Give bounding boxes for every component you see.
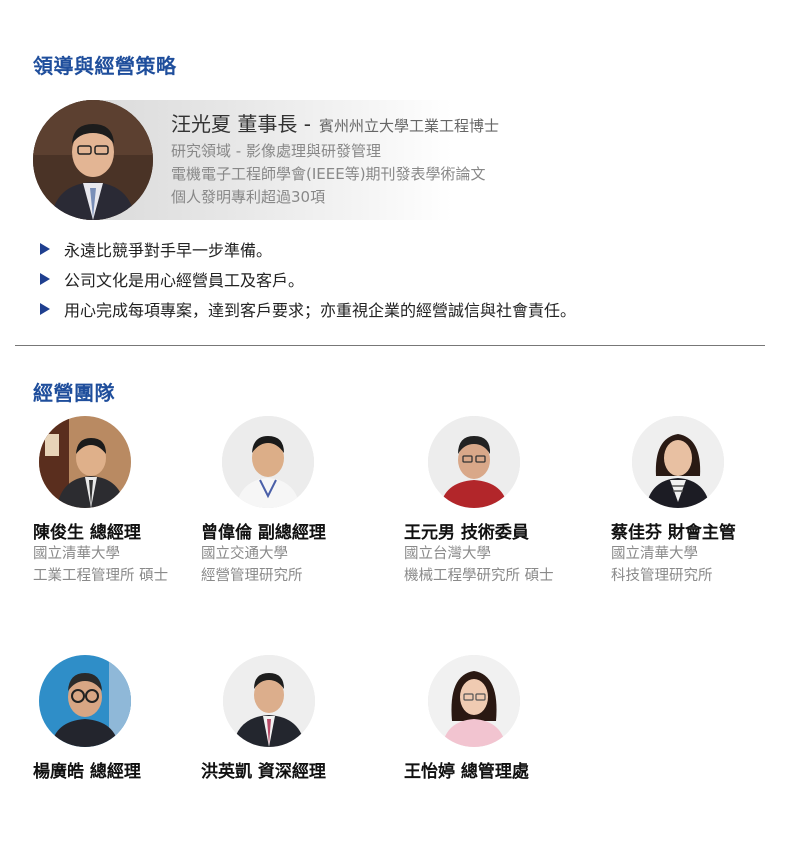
member-school: 國立交通大學 — [201, 546, 288, 562]
triangle-right-icon — [40, 273, 50, 285]
member-photo — [39, 655, 131, 747]
chairman-degree: 賓州州立大學工業工程博士 — [318, 117, 499, 135]
chairman-patents: 個人發明專利超過30項 — [171, 188, 326, 206]
triangle-right-icon — [40, 303, 50, 315]
member-degree: 科技管理研究所 — [611, 568, 713, 584]
member-school: 國立台灣大學 — [404, 546, 491, 562]
member-photo — [223, 655, 315, 747]
member-school: 國立清華大學 — [611, 546, 698, 562]
triangle-right-icon — [40, 243, 50, 255]
chairman-name-line: 汪光夏 董事長 - 賓州州立大學工業工程博士 — [171, 110, 571, 140]
member-name: 王元男 技術委員 — [404, 523, 529, 543]
member-name: 陳俊生 總經理 — [33, 523, 141, 543]
member-name: 王怡婷 總管理處 — [404, 762, 529, 782]
chairman-research-field: 研究領域 - 影像處理與研發管理 — [171, 142, 381, 160]
member-name: 蔡佳芬 財會主管 — [611, 523, 736, 543]
strategy-bullet-text: 永遠比競爭對手早一步準備。 — [64, 241, 273, 260]
member-photo — [632, 416, 724, 508]
member-school: 國立清華大學 — [33, 546, 120, 562]
member-photo — [39, 416, 131, 508]
chairman-name: 汪光夏 董事長 - — [171, 112, 311, 136]
section-divider — [15, 345, 765, 346]
leadership-strategy-title: 領導與經營策略 — [33, 54, 177, 78]
chairman-photo — [33, 100, 153, 220]
member-photo — [222, 416, 314, 508]
chairman-info: 汪光夏 董事長 - 賓州州立大學工業工程博士 研究領域 - 影像處理與研發管理 電… — [171, 110, 571, 209]
member-name: 楊廣皓 總經理 — [33, 762, 141, 782]
strategy-bullet: 用心完成每項專案，達到客戶要求；亦重視企業的經營誠信與社會責任。 — [40, 294, 576, 324]
member-name: 洪英凱 資深經理 — [201, 762, 326, 782]
strategy-bullet: 公司文化是用心經營員工及客戶。 — [40, 264, 576, 294]
member-name: 曾偉倫 副總經理 — [201, 523, 326, 543]
strategy-bullet-text: 用心完成每項專案，達到客戶要求；亦重視企業的經營誠信與社會責任。 — [64, 301, 577, 320]
member-degree: 經營管理研究所 — [201, 568, 303, 584]
member-degree: 機械工程學研究所 碩士 — [404, 568, 554, 584]
member-photo — [428, 416, 520, 508]
strategy-bullet: 永遠比競爭對手早一步準備。 — [40, 234, 576, 264]
chairman-publications: 電機電子工程師學會(IEEE等)期刊發表學術論文 — [171, 165, 486, 183]
strategy-bullet-list: 永遠比競爭對手早一步準備。 公司文化是用心經營員工及客戶。 用心完成每項專案，達… — [40, 234, 576, 324]
member-photo — [428, 655, 520, 747]
management-team-title: 經營團隊 — [33, 381, 115, 405]
strategy-bullet-text: 公司文化是用心經營員工及客戶。 — [64, 271, 305, 290]
member-degree: 工業工程管理所 碩士 — [33, 568, 169, 584]
